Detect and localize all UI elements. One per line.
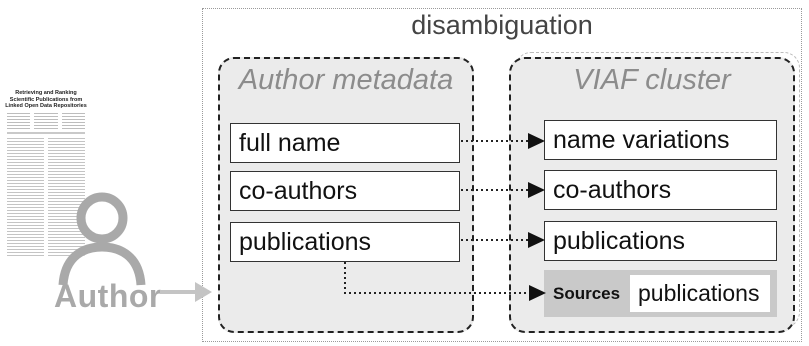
disambiguation-title: disambiguation [411,10,593,40]
viaf-cluster-title: VIAF cluster [573,64,731,96]
author-metadata-title: Author metadata [238,64,454,96]
author-label: Author [54,278,162,314]
paper-thumbnail: Retrieving and Ranking Scientific Public… [4,86,88,296]
paper-title: Retrieving and Ranking Scientific Public… [5,90,87,109]
sources-publications: publications [630,275,770,312]
paper-authors-block [7,112,85,129]
person-icon [58,192,146,286]
disambiguation-box [202,8,802,342]
sources-label: Sources [553,284,621,303]
viaf-name-variations: name variations [544,120,777,160]
field-full-name: full name [230,123,460,163]
paper-body [7,137,85,256]
field-co-authors: co-authors [230,171,460,211]
viaf-publications: publications [544,221,777,261]
viaf-co-authors: co-authors [544,170,777,210]
field-publications: publications [230,222,460,262]
